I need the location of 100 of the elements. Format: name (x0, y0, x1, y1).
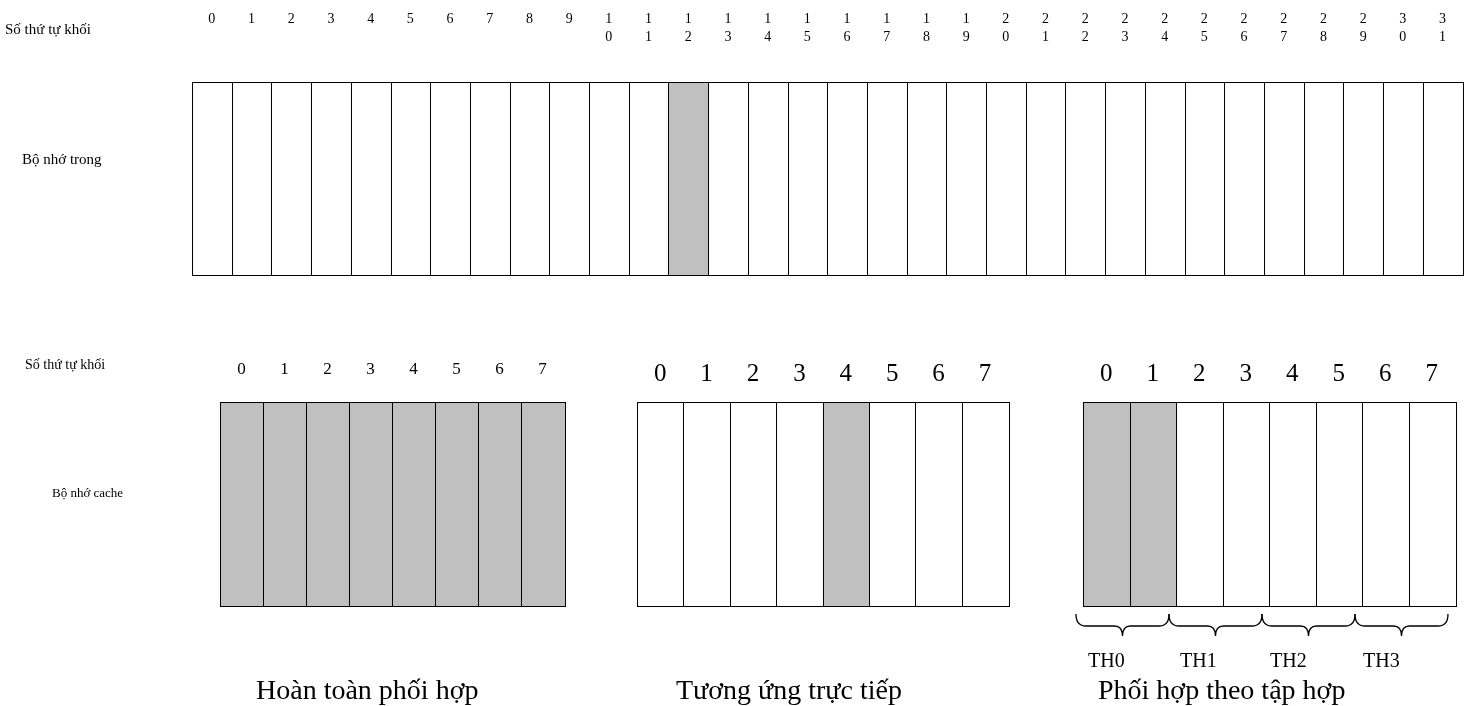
main-memory-block (1263, 82, 1306, 276)
main-memory-block (1065, 82, 1107, 276)
block-number: 22 (1081, 10, 1089, 45)
cache-block (306, 402, 351, 607)
block-number: 3 (1239, 360, 1252, 385)
cache-block (961, 402, 1010, 607)
block-number: 1 (280, 360, 289, 377)
block-number: 6 (495, 360, 504, 377)
block-number: 5 (885, 360, 899, 385)
block-number: 17 (883, 10, 891, 45)
block-number: 1 (700, 360, 713, 385)
cache-block (915, 402, 964, 607)
block-number: 31 (1439, 10, 1447, 45)
block-number: 4 (839, 360, 853, 385)
cache-block (263, 402, 308, 607)
set-label: TH0 (1088, 650, 1125, 670)
cache-block (435, 402, 480, 607)
cache-block (220, 402, 265, 607)
main-memory-block (1184, 82, 1226, 276)
block-number: 7 (978, 360, 992, 385)
block-number: 5 (452, 360, 461, 377)
cache-block (869, 402, 917, 607)
row-label: Bộ nhớ trong (22, 152, 102, 167)
block-number: 5 (406, 10, 414, 28)
cache-block (1315, 402, 1364, 607)
block-number: 24 (1161, 10, 1169, 45)
cache-block (729, 402, 778, 607)
main-memory-block (549, 82, 591, 276)
block-number: 2 (287, 10, 295, 28)
block-number: 21 (1042, 10, 1050, 45)
main-memory-block (906, 82, 948, 276)
block-number: 2 (323, 360, 332, 377)
block-number: 12 (684, 10, 692, 45)
block-number: 8 (525, 10, 533, 28)
block-number: 1 (1146, 360, 1159, 385)
block-number: 23 (1121, 10, 1129, 45)
cache-block (1408, 402, 1457, 607)
main-memory-block (1383, 82, 1425, 276)
cache-block (1176, 402, 1224, 607)
block-number: 18 (922, 10, 930, 45)
main-memory-block (509, 82, 551, 276)
main-memory-block (1303, 82, 1345, 276)
cache-block (683, 402, 732, 607)
cache-block (637, 402, 685, 607)
block-number: 10 (605, 10, 613, 45)
row-label: Số thứ tự khối (25, 358, 106, 372)
main-memory-block (787, 82, 829, 276)
cache-block (478, 402, 523, 607)
caption: Hoàn toàn phối hợp (256, 676, 479, 704)
main-memory-block (430, 82, 472, 276)
main-memory-block (1422, 82, 1464, 276)
cache-block (776, 402, 825, 607)
main-memory-block (668, 82, 710, 276)
main-memory-block (708, 82, 750, 276)
cache-block (392, 402, 437, 607)
block-number: 11 (645, 10, 653, 45)
block-number: 2 (1193, 360, 1206, 385)
cache-block (822, 402, 871, 607)
block-number: 4 (367, 10, 375, 28)
cache-block (1269, 402, 1317, 607)
block-number: 30 (1399, 10, 1407, 45)
set-label: TH1 (1180, 650, 1217, 670)
block-number: 7 (538, 360, 547, 377)
block-number: 2 (746, 360, 760, 385)
block-number: 15 (803, 10, 811, 45)
block-number: 0 (237, 360, 246, 377)
block-number: 27 (1280, 10, 1288, 45)
block-number: 1 (248, 10, 256, 28)
block-number: 28 (1319, 10, 1327, 45)
main-memory-block (271, 82, 313, 276)
caption: Phối hợp theo tập hợp (1098, 676, 1346, 704)
main-memory-block (1105, 82, 1147, 276)
cache-block (521, 402, 566, 607)
main-memory-block (1144, 82, 1186, 276)
row-label: Bộ nhớ cache (52, 486, 124, 499)
cache-block (1083, 402, 1131, 607)
main-memory-block (1025, 82, 1067, 276)
block-number: 16 (843, 10, 851, 45)
cache-block (1222, 402, 1271, 607)
block-number: 14 (764, 10, 772, 45)
cache-block (1129, 402, 1178, 607)
block-number: 4 (409, 360, 418, 377)
main-memory-block (589, 82, 631, 276)
block-number: 0 (208, 10, 216, 28)
main-memory-block (231, 82, 273, 276)
block-number: 20 (1002, 10, 1010, 45)
main-memory-block (390, 82, 432, 276)
block-number: 25 (1200, 10, 1208, 45)
block-number: 6 (446, 10, 454, 28)
main-memory-block (827, 82, 869, 276)
cache-block (349, 402, 394, 607)
set-label: TH2 (1270, 650, 1307, 670)
row-label: Số thứ tự khối (5, 22, 91, 37)
block-number: 3 (793, 360, 806, 385)
block-number: 26 (1240, 10, 1248, 45)
block-number: 0 (653, 360, 667, 385)
main-memory-block (946, 82, 988, 276)
main-memory-block (1224, 82, 1266, 276)
cache-block (1362, 402, 1410, 607)
main-memory-block (628, 82, 670, 276)
